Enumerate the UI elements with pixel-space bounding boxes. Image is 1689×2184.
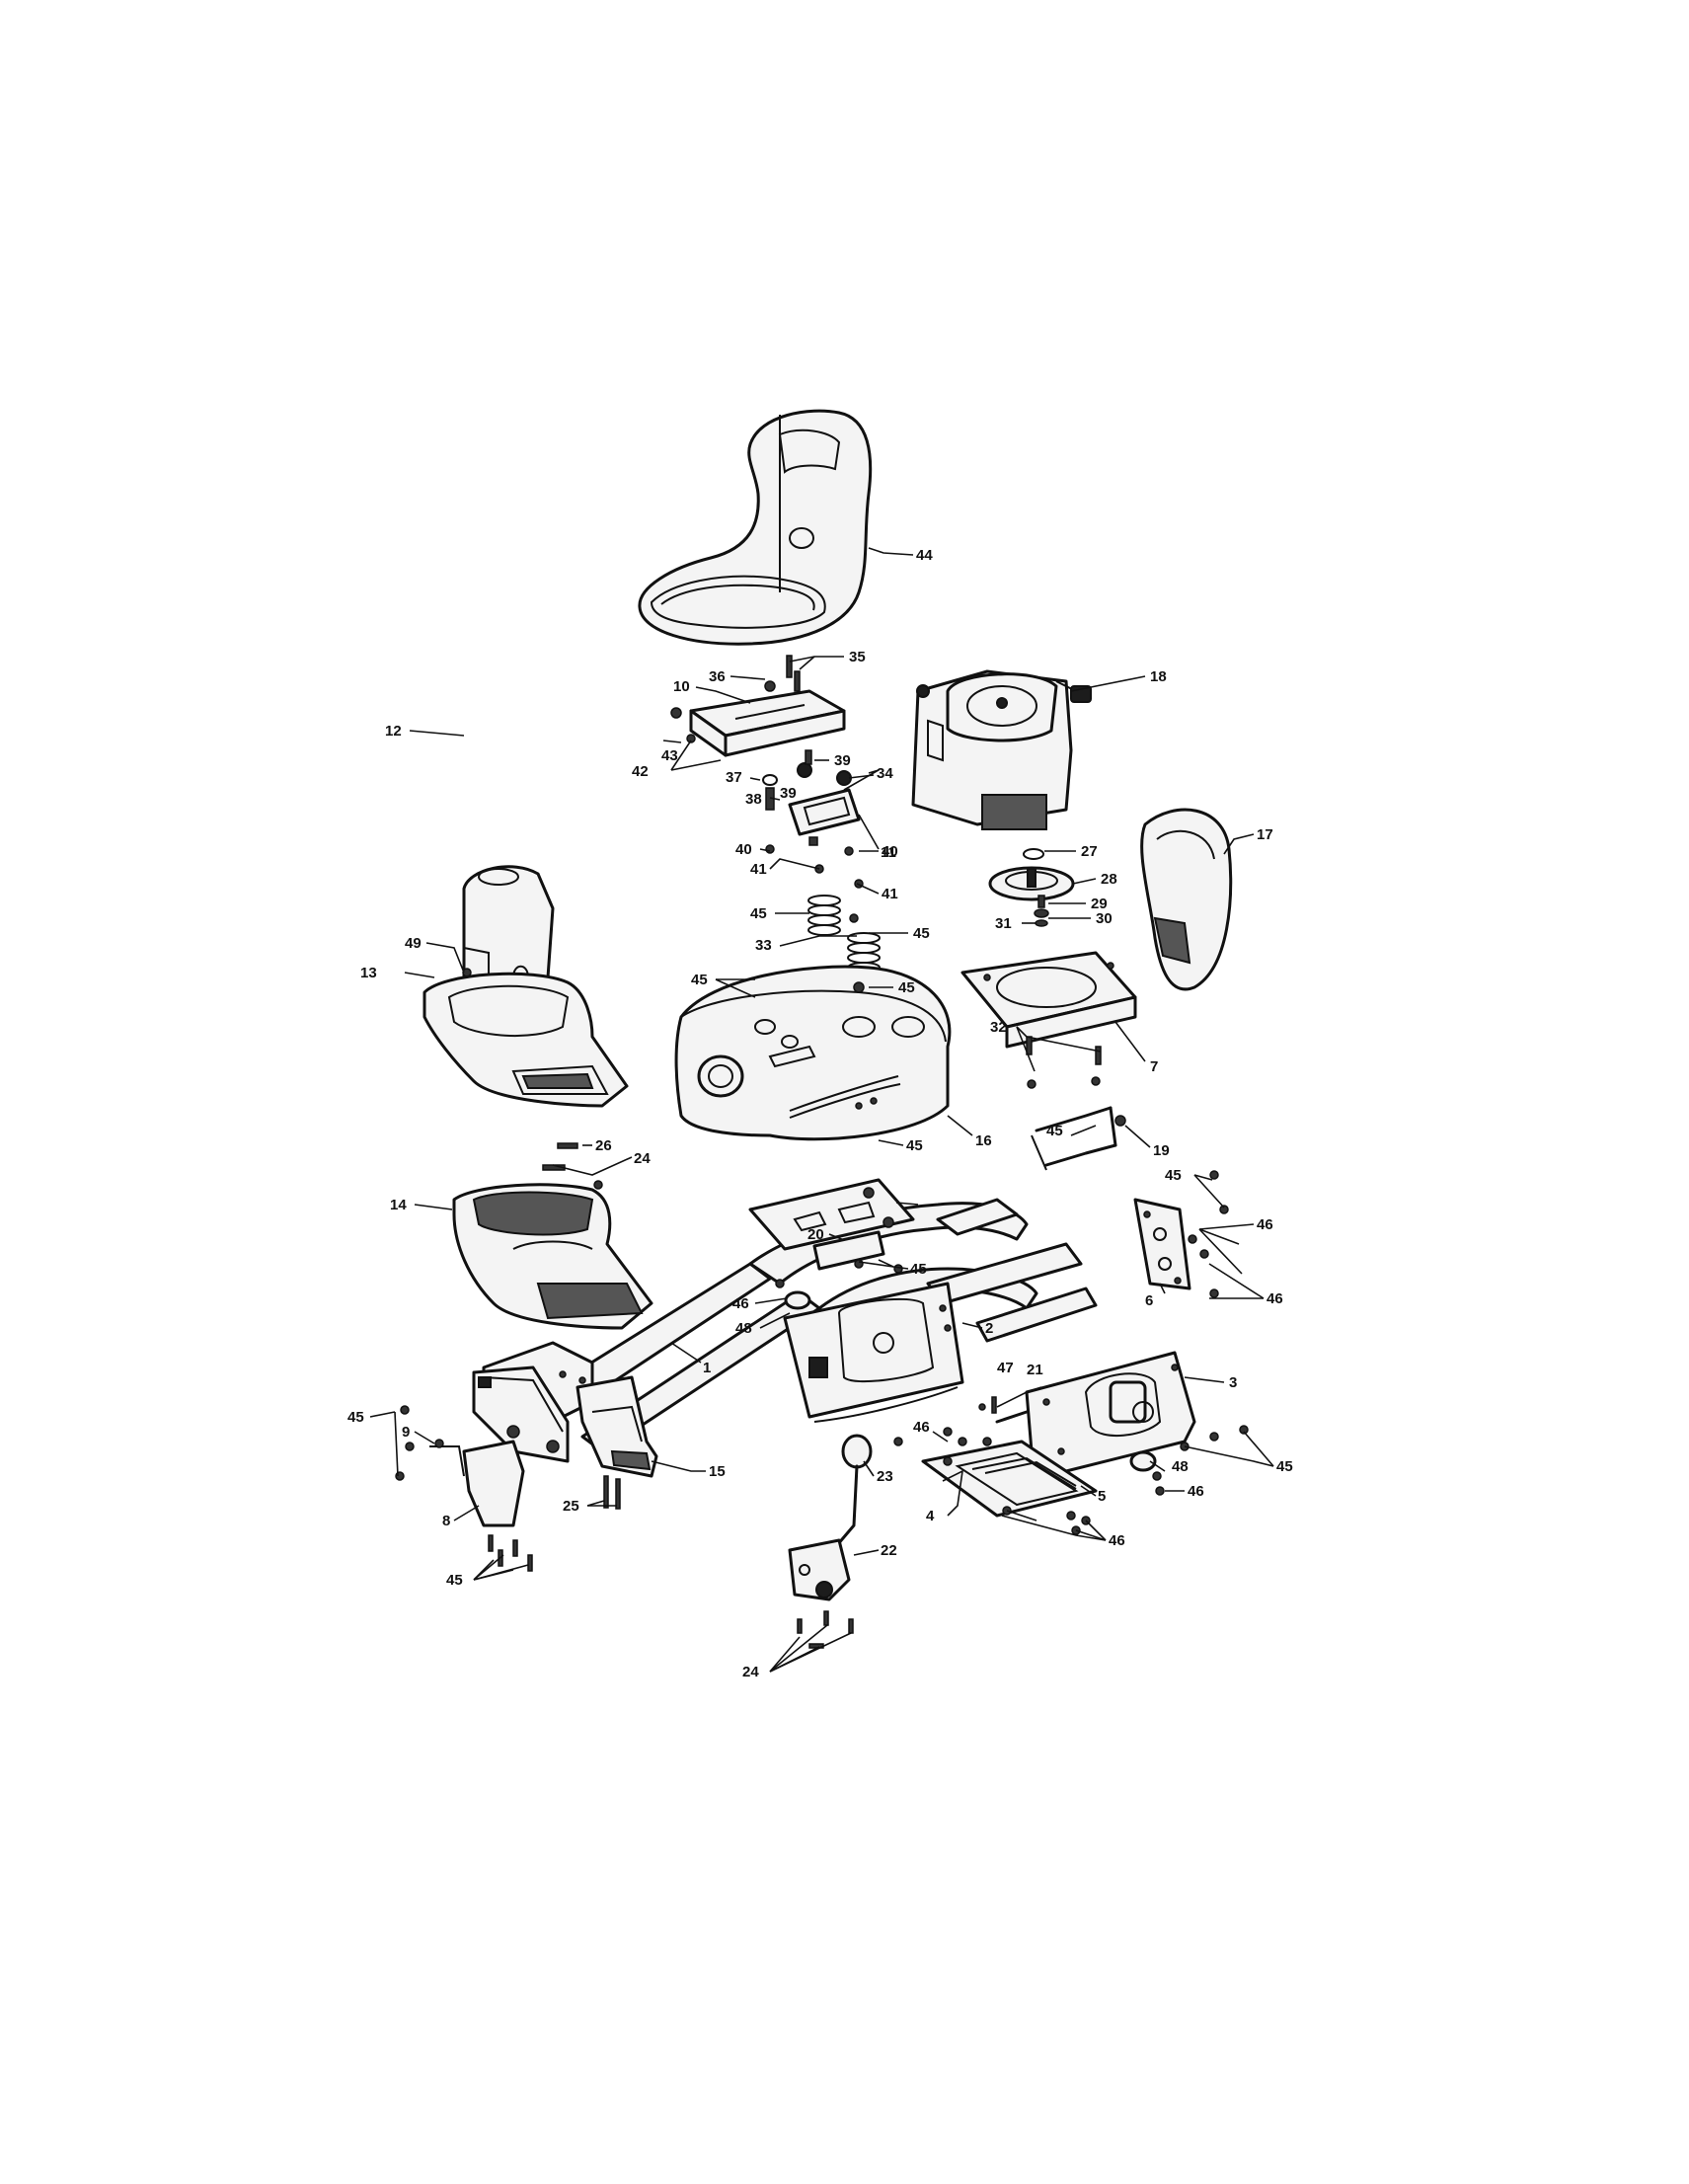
callout-45a: 45 bbox=[750, 905, 767, 922]
callout-38: 38 bbox=[745, 791, 762, 808]
callout-16: 16 bbox=[975, 1132, 992, 1149]
callout-36: 36 bbox=[709, 668, 726, 685]
callout-39b: 39 bbox=[780, 785, 797, 802]
callout-47: 47 bbox=[997, 1360, 1014, 1376]
callout-46a: 46 bbox=[1257, 1216, 1273, 1233]
engine-pulley bbox=[988, 848, 1075, 927]
callout-42: 42 bbox=[632, 763, 649, 780]
shift-assembly bbox=[788, 1434, 873, 1601]
callout-45e: 45 bbox=[906, 1137, 923, 1154]
callout-45d: 45 bbox=[898, 979, 915, 996]
left-side-plate bbox=[783, 1282, 964, 1423]
engine bbox=[911, 669, 1092, 830]
callout-30: 30 bbox=[1096, 910, 1113, 927]
callout-40b: 40 bbox=[882, 843, 898, 860]
callout-46e: 46 bbox=[1188, 1483, 1204, 1500]
callout-27: 27 bbox=[1081, 843, 1098, 860]
callout-43: 43 bbox=[661, 747, 678, 764]
callout-46b: 46 bbox=[732, 1295, 749, 1312]
callout-13: 13 bbox=[360, 965, 377, 981]
callout-24b: 24 bbox=[742, 1664, 759, 1680]
callout-15: 15 bbox=[709, 1463, 726, 1480]
callout-34: 34 bbox=[877, 765, 893, 782]
callout-9: 9 bbox=[402, 1424, 410, 1441]
callout-18: 18 bbox=[1150, 668, 1167, 685]
mount-plate bbox=[960, 951, 1137, 1049]
callout-2: 2 bbox=[985, 1320, 993, 1337]
callout-35: 35 bbox=[849, 649, 866, 665]
callout-24a: 24 bbox=[634, 1150, 651, 1167]
leader-lines bbox=[369, 547, 1274, 1673]
callout-45b: 45 bbox=[913, 925, 930, 942]
callout-49: 49 bbox=[405, 935, 422, 952]
seat-bracket bbox=[670, 655, 846, 757]
right-side-plate bbox=[1025, 1351, 1196, 1478]
callout-32: 32 bbox=[990, 1019, 1007, 1036]
callout-14: 14 bbox=[390, 1197, 407, 1213]
callout-29: 29 bbox=[1091, 896, 1108, 912]
callout-7: 7 bbox=[1150, 1058, 1158, 1075]
callout-45g: 45 bbox=[1046, 1123, 1063, 1139]
callout-48a: 48 bbox=[735, 1320, 752, 1337]
callout-1: 1 bbox=[703, 1360, 711, 1376]
callout-45j: 45 bbox=[1276, 1458, 1293, 1475]
right-fender bbox=[1140, 808, 1233, 991]
callout-41b: 41 bbox=[882, 886, 898, 902]
callout-28: 28 bbox=[1101, 871, 1117, 888]
callout-19: 19 bbox=[1153, 1142, 1170, 1159]
callout-23: 23 bbox=[877, 1468, 893, 1485]
console bbox=[452, 1183, 653, 1330]
callout-45f: 45 bbox=[1165, 1167, 1182, 1184]
seat bbox=[638, 409, 873, 646]
lift-lever bbox=[1031, 1106, 1126, 1171]
callout-37: 37 bbox=[726, 769, 742, 786]
callout-39a: 39 bbox=[834, 752, 851, 769]
foot-plate bbox=[921, 1440, 1098, 1518]
hood bbox=[674, 965, 952, 1141]
callout-45c: 45 bbox=[691, 972, 708, 988]
callout-4: 4 bbox=[926, 1508, 935, 1524]
callout-31: 31 bbox=[995, 915, 1012, 932]
callout-48b: 48 bbox=[1172, 1458, 1189, 1475]
callout-25: 25 bbox=[563, 1498, 579, 1515]
callout-44: 44 bbox=[916, 547, 933, 564]
main-frame bbox=[472, 1178, 1098, 1463]
callout-41a: 41 bbox=[750, 861, 767, 878]
front-plate bbox=[395, 1405, 525, 1527]
callout-labels: 44 35 36 10 18 42 43 39 39 34 37 38 11 2… bbox=[347, 547, 1293, 1680]
callout-46d: 46 bbox=[913, 1419, 930, 1436]
front-bracket bbox=[576, 1375, 658, 1478]
callout-46c: 46 bbox=[1267, 1290, 1283, 1307]
callout-11: 11 bbox=[881, 844, 896, 861]
callout-5: 5 bbox=[1098, 1488, 1106, 1505]
callout-6: 6 bbox=[1145, 1292, 1153, 1309]
callout-26: 26 bbox=[595, 1137, 612, 1154]
callout-45k: 45 bbox=[446, 1572, 463, 1589]
callout-8: 8 bbox=[442, 1513, 450, 1529]
rear-bracket bbox=[1133, 1198, 1191, 1290]
callout-40a: 40 bbox=[735, 841, 752, 858]
callout-33: 33 bbox=[755, 937, 772, 954]
callout-17: 17 bbox=[1257, 826, 1273, 843]
callout-46f: 46 bbox=[1109, 1532, 1125, 1549]
callout-45h: 45 bbox=[910, 1261, 927, 1278]
callout-10: 10 bbox=[673, 678, 690, 695]
dash-panel bbox=[422, 972, 629, 1108]
callout-21: 21 bbox=[1027, 1362, 1043, 1378]
seat-adjuster bbox=[762, 749, 864, 889]
callout-45i: 45 bbox=[347, 1409, 364, 1426]
bracket bbox=[812, 1230, 885, 1271]
callout-22: 22 bbox=[881, 1542, 897, 1559]
callout-12: 12 bbox=[385, 723, 402, 740]
callout-20: 20 bbox=[807, 1226, 824, 1243]
callout-3: 3 bbox=[1229, 1374, 1237, 1391]
